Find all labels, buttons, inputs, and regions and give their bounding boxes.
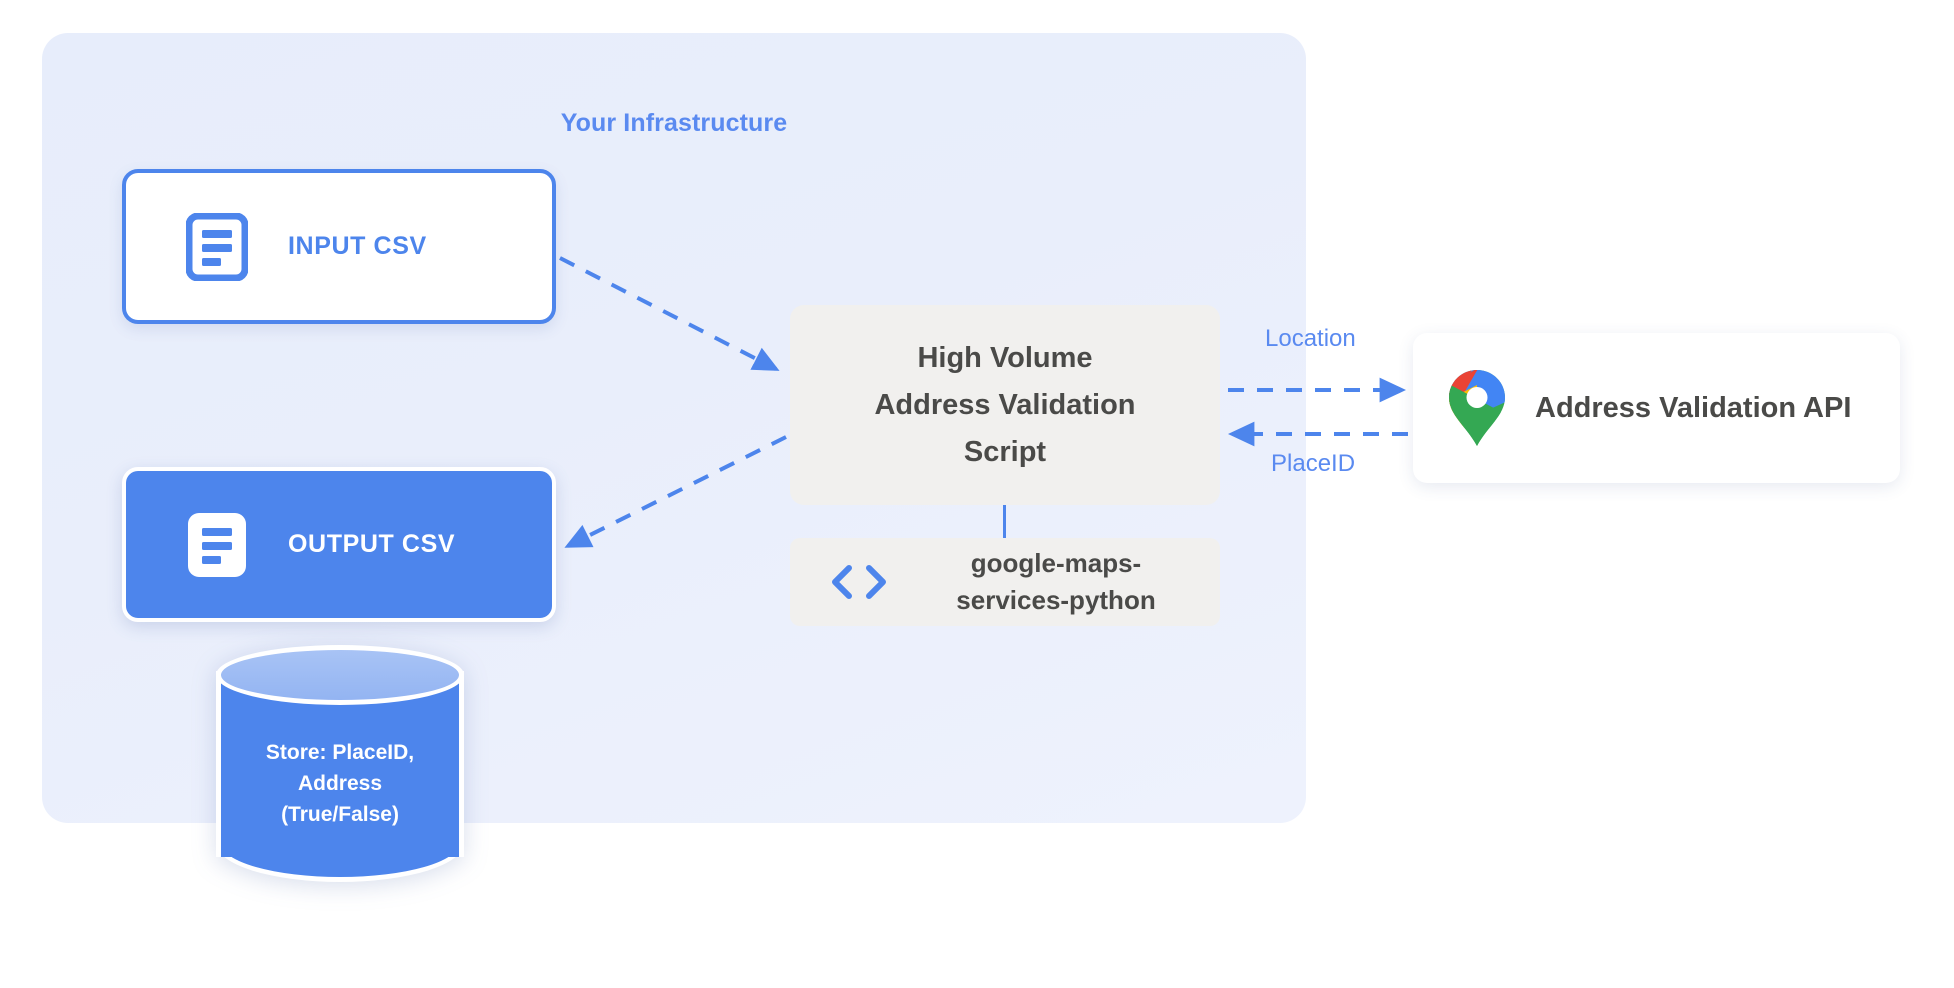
database-label-line-3: (True/False) bbox=[281, 803, 399, 826]
document-icon bbox=[188, 512, 246, 577]
input-csv-label: INPUT CSV bbox=[288, 232, 427, 260]
edge-label-location: Location bbox=[1265, 325, 1356, 352]
address-validation-api-node[interactable]: Address Validation API bbox=[1413, 333, 1900, 483]
database-cylinder-node[interactable]: Store: PlaceID, Address (True/False) bbox=[216, 645, 464, 883]
database-label-line-2: Address bbox=[297, 772, 383, 795]
script-label-line-3: Script bbox=[963, 435, 1047, 468]
high-volume-script-node[interactable]: High Volume Address Validation Script bbox=[790, 305, 1220, 505]
library-label: google-maps- services-python bbox=[918, 545, 1220, 619]
code-brackets-icon bbox=[832, 565, 886, 599]
library-label-line-2: services-python bbox=[956, 585, 1156, 615]
google-maps-services-python-node[interactable]: google-maps- services-python bbox=[790, 538, 1220, 626]
script-library-connector bbox=[1003, 505, 1006, 538]
document-icon bbox=[186, 212, 248, 281]
edge-label-placeid: PlaceID bbox=[1271, 450, 1356, 477]
library-label-line-1: google-maps- bbox=[970, 548, 1142, 578]
database-label-line-1: Store: PlaceID, bbox=[265, 741, 415, 764]
database-label: Store: PlaceID, Address (True/False) bbox=[216, 737, 464, 830]
input-csv-node[interactable]: INPUT CSV bbox=[122, 169, 556, 324]
output-csv-label: OUTPUT CSV bbox=[288, 530, 456, 558]
address-validation-api-label: Address Validation API bbox=[1535, 391, 1852, 424]
script-label-line-1: High Volume bbox=[917, 341, 1093, 374]
infrastructure-panel-title: Your Infrastructure bbox=[560, 109, 788, 137]
script-label-line-2: Address Validation bbox=[874, 388, 1136, 421]
output-csv-node[interactable]: OUTPUT CSV bbox=[122, 467, 556, 622]
cylinder-top-ellipse bbox=[216, 645, 464, 705]
google-maps-pin-icon bbox=[1449, 369, 1505, 446]
